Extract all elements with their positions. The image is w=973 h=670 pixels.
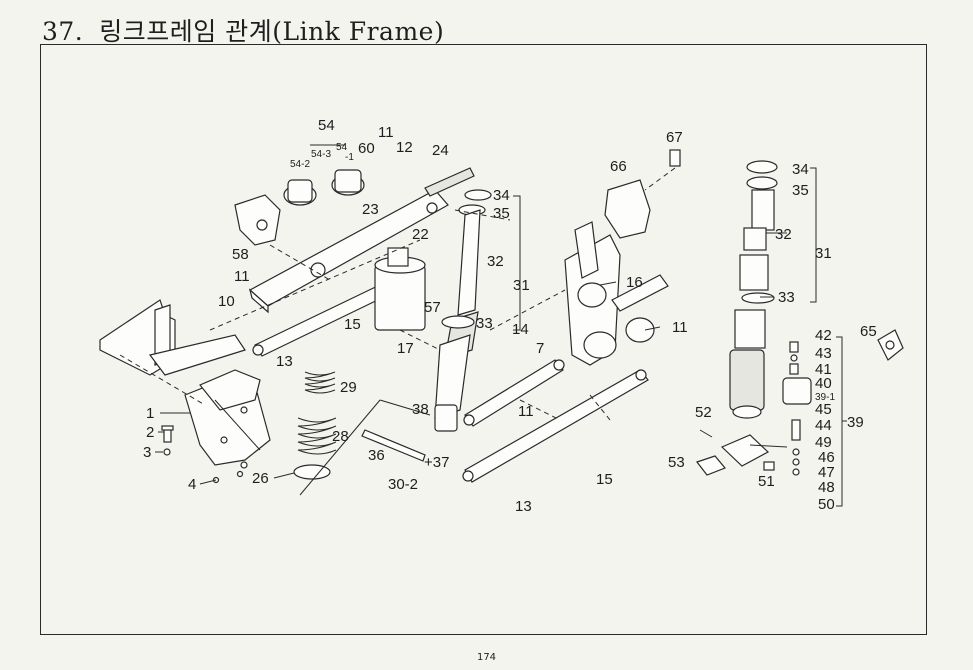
callout-34-mid: 34	[493, 187, 510, 204]
callout-33-right: 33	[778, 289, 795, 306]
section-title: 링크프레임 관계(Link Frame)	[99, 17, 445, 46]
callout-1: 1	[146, 405, 154, 422]
callout-41: 41	[815, 361, 832, 378]
callout-4: 4	[188, 476, 196, 493]
callout-11-left: 11	[234, 268, 250, 285]
callout-2: 2	[146, 424, 154, 441]
callout-31-mid: 31	[513, 277, 530, 294]
callout-50: 50	[818, 496, 835, 513]
callout-17: 17	[397, 340, 414, 357]
callout-54-1: -1	[345, 152, 354, 163]
callout-65: 65	[860, 323, 877, 340]
callout-44: 44	[815, 417, 832, 434]
callout-12: 12	[396, 139, 413, 156]
lower-link-arm-bottom	[462, 369, 649, 483]
clamp-54	[283, 144, 365, 206]
callout-57: 57	[424, 299, 441, 316]
callout-53: 53	[668, 454, 685, 471]
shock-absorber-right	[729, 160, 778, 419]
callout-54-sub: 54	[336, 142, 348, 153]
callout-15-right: 15	[596, 471, 613, 488]
page-title: 37. 링크프레임 관계(Link Frame)	[42, 12, 444, 48]
bracket-66	[604, 149, 681, 239]
link-bar-7	[463, 359, 565, 427]
callout-3: 3	[143, 444, 151, 461]
callout-67: 67	[666, 129, 683, 146]
section-number: 37.	[42, 17, 84, 46]
callout-54-3: 54-3	[311, 149, 331, 160]
assembly-guide-lines	[209, 209, 611, 496]
callout-7: 7	[536, 340, 544, 357]
bracket-58	[234, 194, 281, 246]
callout-60: 60	[358, 140, 375, 157]
callout-32-right: 32	[775, 226, 792, 243]
link-frame-16	[564, 221, 669, 366]
callout-42: 42	[815, 327, 832, 344]
callout-11-right: 11	[672, 319, 688, 336]
callout-39-1: 39-1	[815, 392, 835, 403]
bolt-parts	[161, 425, 244, 484]
spring-28	[293, 417, 337, 480]
callout-23: 23	[362, 201, 379, 218]
callout-48: 48	[818, 479, 835, 496]
callout-40: 40	[815, 375, 832, 392]
callout-35-mid: 35	[493, 205, 510, 222]
callout-26: 26	[252, 470, 269, 487]
callout-66: 66	[610, 158, 627, 175]
callout-47: 47	[818, 464, 835, 481]
shock-absorber-middle	[434, 189, 492, 432]
callout-15-left: 15	[344, 316, 361, 333]
cylinder-17	[374, 247, 426, 331]
callout-45: 45	[815, 401, 832, 418]
callout-36: 36	[368, 447, 385, 464]
upper-link-arm	[248, 167, 475, 314]
callout-52: 52	[695, 404, 712, 421]
callout-54-2: 54-2	[290, 159, 310, 170]
callout-32-mid: 32	[487, 253, 504, 270]
callout-29: 29	[340, 379, 357, 396]
callout-33-mid: 33	[476, 315, 493, 332]
base-bracket	[99, 299, 271, 469]
callout-39: 39	[847, 414, 864, 431]
callout-13-bottom: 13	[515, 498, 532, 515]
callout-46: 46	[818, 449, 835, 466]
page-number: 174	[476, 652, 497, 663]
callout-51: 51	[758, 473, 775, 490]
spring-29	[304, 371, 336, 394]
callout-34-right: 34	[792, 161, 809, 178]
callout-28: 28	[332, 428, 349, 445]
callout-38: 38	[412, 401, 429, 418]
callout-35-right: 35	[792, 182, 809, 199]
callout-16: 16	[626, 274, 643, 291]
callout-54: 54	[318, 117, 335, 134]
diagram-frame	[40, 44, 927, 635]
bracket-49	[696, 429, 775, 476]
valve-assembly-39	[782, 341, 812, 476]
callout-13-left: 13	[276, 353, 293, 370]
callout-49: 49	[815, 434, 832, 451]
callout-24: 24	[432, 142, 449, 159]
callout-11-top: 11	[378, 124, 394, 141]
callout-22: 22	[412, 226, 429, 243]
callout-37: +37	[424, 454, 449, 471]
fitting-65	[877, 329, 904, 361]
callout-10: 10	[218, 293, 235, 310]
callout-brackets	[155, 167, 847, 507]
callout-58: 58	[232, 246, 249, 263]
callout-43: 43	[815, 345, 832, 362]
callout-labels: 54 54-3 54 -1 54-2 60 11 12 24 23 22 58 …	[143, 117, 877, 515]
callout-31-right: 31	[815, 245, 832, 262]
shaft-36	[361, 429, 426, 462]
callout-11-mid: 11	[518, 403, 534, 420]
callout-30-2: 30-2	[388, 476, 418, 493]
